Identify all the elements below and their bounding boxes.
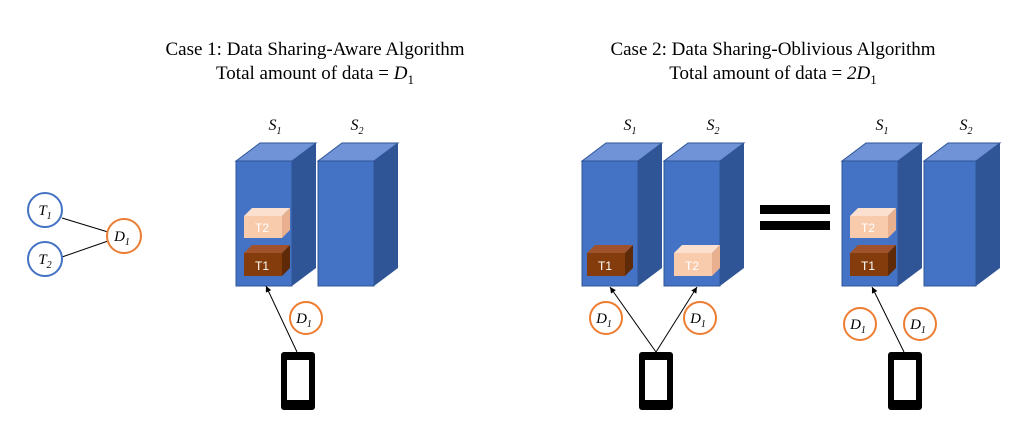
- case2-title: Case 2: Data Sharing-Oblivious Algorithm…: [578, 38, 968, 92]
- d1-sub: 1: [125, 237, 130, 248]
- case2-right-box-t2-label: T2: [861, 221, 875, 235]
- case2-right-servers: S1 S2 T2 T1: [840, 117, 1002, 287]
- case1-box-t2-label: T2: [255, 221, 269, 235]
- case2-right-data-node-1: D1: [843, 307, 877, 341]
- case2-left-box-t1-label: T1: [598, 259, 612, 273]
- case2-right-box-t1: T1: [850, 245, 896, 276]
- case1-total-sub: 1: [407, 71, 414, 87]
- case2-total-sub: 1: [870, 71, 877, 87]
- case2-right-data-node-2: D1: [903, 307, 937, 341]
- case2-left-box-t2: T2: [674, 245, 720, 276]
- case1-server-s2: [316, 142, 400, 287]
- svg-text:D1: D1: [295, 311, 312, 330]
- case1-total-prefix: Total amount of data =: [216, 63, 394, 84]
- case1-s2-label: S2: [351, 117, 364, 137]
- case2-left-s1-label: S1: [624, 117, 637, 137]
- case2-left-phone-icon: [639, 352, 673, 410]
- case2-right-server-s2: [922, 142, 1002, 287]
- case1-arrow: [265, 285, 298, 353]
- case2-right-s1-label: S1: [876, 117, 889, 137]
- svg-text:D1: D1: [113, 229, 130, 248]
- case2-left-data-node-1: D1: [589, 301, 623, 335]
- d1-label: D: [113, 229, 125, 245]
- case1-box-t2: T2: [244, 208, 290, 238]
- svg-text:D1: D1: [909, 317, 926, 336]
- case1-data-node: D1: [289, 301, 323, 335]
- case1-s1-label: S1: [269, 117, 282, 137]
- case2-left-servers: S1 S2 T1 T2: [580, 117, 746, 287]
- edge-t2-d1: [61, 240, 109, 258]
- case1-heading: Case 1: Data Sharing-Aware Algorithm: [165, 39, 465, 60]
- case2-right-box-t2: T2: [850, 208, 896, 238]
- case1-box-t1: T1: [244, 245, 290, 276]
- case1-box-t1-label: T1: [255, 259, 269, 273]
- case2-right-arrow: [871, 286, 905, 353]
- data-node-d1: D1: [106, 218, 142, 254]
- svg-text:D1: D1: [849, 317, 866, 336]
- case2-right-box-t1-label: T1: [861, 259, 875, 273]
- task-node-t1: T1: [27, 192, 63, 228]
- svg-text:T1: T1: [38, 203, 51, 222]
- t1-label: T: [38, 203, 48, 219]
- svg-text:T2: T2: [38, 252, 51, 271]
- case2-right-s2-label: S2: [960, 117, 973, 137]
- case1-servers: S1 S2 T2 T1: [234, 117, 400, 287]
- task-node-t2: T2: [27, 241, 63, 277]
- case2-left-box-t2-label: T2: [685, 259, 699, 273]
- case1-title: Case 1: Data Sharing-Aware Algorithm Tot…: [140, 38, 490, 92]
- case2-total-var: 2D: [846, 63, 871, 84]
- case2-left-box-t1: T1: [587, 245, 633, 276]
- case2-left-s2-label: S2: [707, 117, 720, 137]
- equals-sign-icon: [760, 205, 830, 230]
- case1-phone-icon: [281, 352, 315, 410]
- task-data-graph: T1 T2 D1: [27, 192, 142, 277]
- t2-label: T: [38, 252, 48, 268]
- case2-total-prefix: Total amount of data =: [669, 63, 847, 84]
- t2-sub: 2: [47, 260, 52, 271]
- svg-text:D1: D1: [595, 311, 612, 330]
- t1-sub: 1: [47, 211, 52, 222]
- edge-t1-d1: [61, 217, 109, 233]
- case2-left-data-node-2: D1: [683, 301, 717, 335]
- svg-text:D1: D1: [689, 311, 706, 330]
- case1-total: Total amount of data = D1: [140, 62, 490, 92]
- case1-total-var: D: [393, 63, 408, 84]
- case2-total: Total amount of data = 2D1: [578, 62, 968, 92]
- case2-right-phone-icon: [888, 352, 922, 410]
- case2-heading: Case 2: Data Sharing-Oblivious Algorithm: [610, 39, 936, 60]
- case2-left-arrow-1: [609, 286, 657, 353]
- case2-left-arrow-2: [655, 286, 698, 353]
